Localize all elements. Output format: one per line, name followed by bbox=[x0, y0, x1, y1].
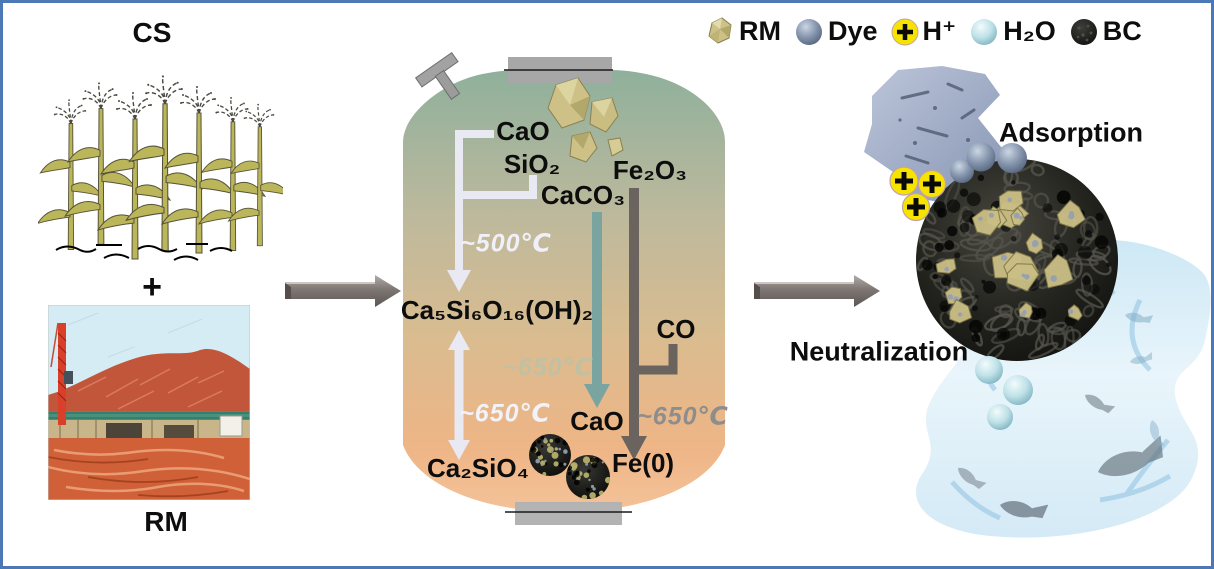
co-branch bbox=[634, 344, 678, 375]
flow-arrow-left bbox=[285, 275, 401, 307]
rm-chunks-falling bbox=[547, 77, 624, 163]
vessel-base bbox=[515, 502, 622, 525]
caco3-cao-arrow bbox=[584, 212, 610, 408]
pyrolysis-reactor bbox=[403, 51, 725, 525]
application-illustration bbox=[864, 66, 1211, 538]
vessel-body bbox=[403, 70, 725, 512]
red-soil-foreground bbox=[48, 438, 250, 500]
white-arrowhead bbox=[447, 270, 471, 292]
cs-label: CS bbox=[132, 17, 172, 48]
legend: RM Dye H⁺ H₂O bbox=[704, 15, 1142, 47]
legend-item-h2o: H₂O bbox=[968, 15, 1056, 47]
reactant-sio2: SiO₂ bbox=[503, 149, 561, 179]
water-sphere-icon bbox=[971, 19, 998, 45]
product-hydrate: Ca₅Si₆O₁₆(OH)₂ bbox=[400, 295, 594, 325]
reactant-cao: CaO bbox=[496, 116, 550, 146]
dye-spheres bbox=[950, 142, 1027, 183]
corn-stalks-illustration bbox=[38, 74, 283, 261]
product-fe0: Fe(0) bbox=[611, 448, 675, 478]
temp-650-sage: ~650℃ bbox=[502, 353, 594, 382]
temp-500: ~500℃ bbox=[460, 229, 552, 258]
bc-spheres bbox=[529, 434, 610, 499]
legend-label-hplus: H⁺ bbox=[922, 15, 957, 46]
dye-sphere-icon bbox=[796, 19, 822, 45]
legend-label-dye: Dye bbox=[828, 15, 878, 46]
legend-label-bc: BC bbox=[1102, 15, 1142, 46]
reactant-fe2o3: Fe₂O₃ bbox=[612, 155, 688, 185]
reactant-caco3: CaCO₃ bbox=[540, 180, 626, 210]
h-plus-ions bbox=[889, 166, 947, 222]
red-mud-photo bbox=[48, 305, 250, 500]
rm-label: RM bbox=[144, 506, 188, 537]
cao-sio2-bracket bbox=[455, 130, 537, 272]
ground-strokes bbox=[55, 243, 233, 261]
plus-sign: + bbox=[142, 268, 162, 306]
temp-650-white: ~650℃ bbox=[459, 399, 551, 428]
temp-650-gray: ~650℃ bbox=[637, 402, 729, 431]
biochar-composite-ball bbox=[916, 159, 1118, 361]
product-ca2sio4: Ca₂SiO₄ bbox=[427, 453, 529, 483]
h2o-spheres bbox=[975, 356, 1033, 430]
rm-chunk-icon bbox=[708, 17, 732, 44]
hydrate-ca2sio4-arrow bbox=[448, 330, 470, 460]
h-plus-icon bbox=[891, 18, 919, 46]
legend-item-rm: RM bbox=[704, 15, 781, 47]
neutralization-label: Neutralization bbox=[789, 336, 969, 367]
flow-arrow-right bbox=[754, 275, 880, 307]
fe2o3-fe0-arrow bbox=[621, 188, 678, 460]
vessel-valve bbox=[414, 51, 461, 100]
product-co: CO bbox=[656, 314, 696, 344]
legend-item-hplus: H⁺ bbox=[890, 15, 957, 47]
bc-sphere-icon bbox=[1070, 19, 1097, 45]
adsorption-label: Adsorption bbox=[999, 117, 1143, 148]
legend-label-rm: RM bbox=[739, 15, 781, 46]
product-cao: CaO bbox=[570, 406, 624, 436]
red-mud-mound bbox=[48, 348, 250, 423]
crane-tower bbox=[58, 323, 66, 425]
legend-item-bc: BC bbox=[1068, 15, 1142, 47]
legend-item-dye: Dye bbox=[793, 15, 878, 47]
legend-label-h2o: H₂O bbox=[1003, 15, 1056, 46]
